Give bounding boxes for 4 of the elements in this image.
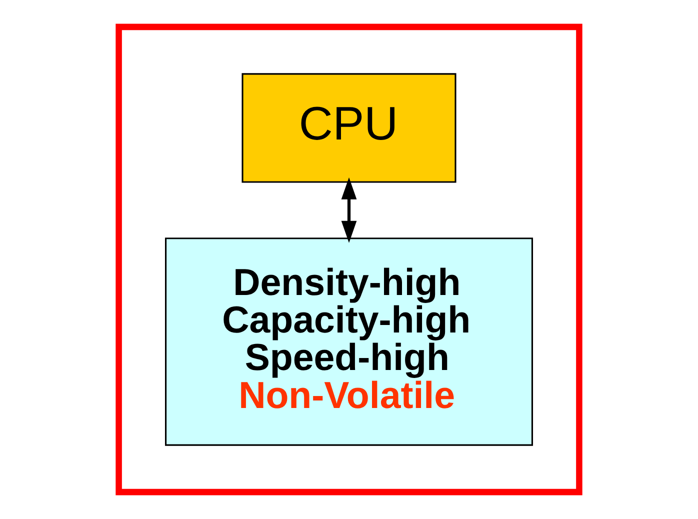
node-box: Density-high Capacity-high Speed-high Non-Volatile xyxy=(165,238,533,446)
arrow xyxy=(341,177,357,243)
cluster xyxy=(116,24,582,496)
node-box: CPU xyxy=(242,73,456,183)
